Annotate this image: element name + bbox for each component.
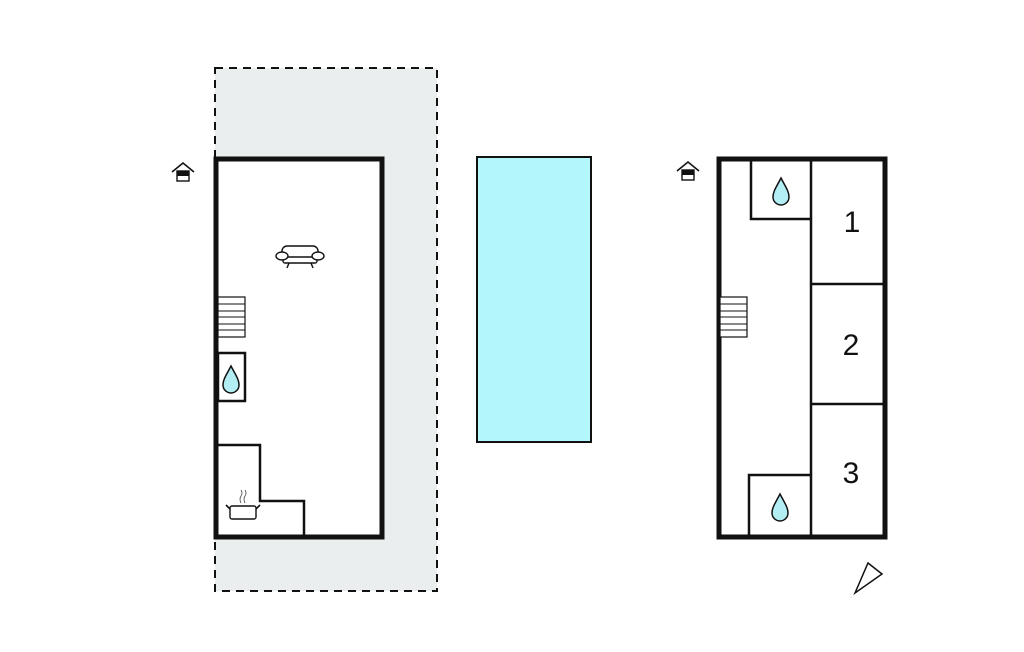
sofa-icon: [275, 245, 325, 269]
bathroom-bottom: [747, 473, 811, 536]
north-arrow-icon: [853, 561, 884, 596]
room-label-2: 2: [843, 329, 860, 362]
house-entrance-icon: [171, 162, 195, 182]
room-label-3: 3: [843, 457, 860, 490]
house-entrance-icon: [676, 161, 700, 181]
stairs-icon: [719, 296, 748, 338]
stairs-icon: [217, 296, 246, 338]
kitchen-wall: [218, 443, 306, 536]
bathroom-top: [749, 160, 811, 221]
swimming-pool: [476, 156, 592, 443]
ground-floor: [213, 156, 385, 540]
cooking-pot-icon: [225, 489, 261, 520]
room-label-1: 1: [844, 206, 861, 239]
upper-floor: 1 2 3: [716, 156, 888, 540]
